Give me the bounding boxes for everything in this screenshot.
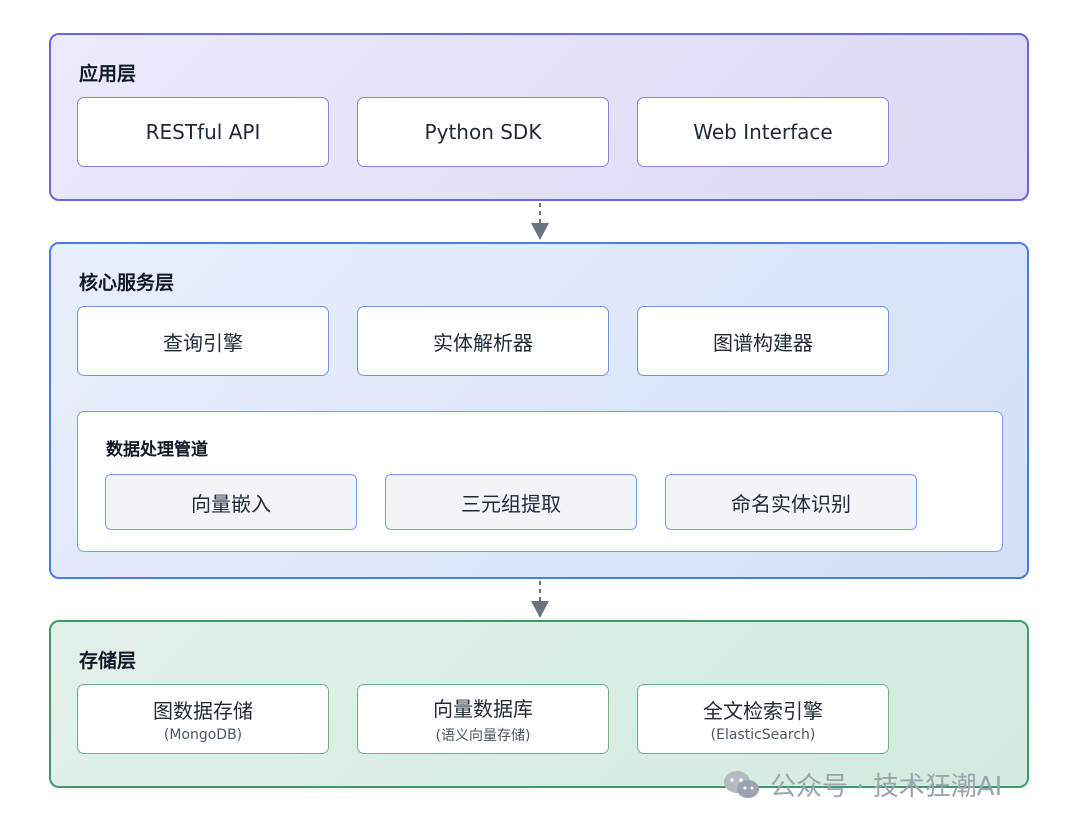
data-pipeline-title: 数据处理管道 [106,440,208,460]
web-interface-box: Web Interface [637,97,889,167]
core-service-layer: 核心服务层 查询引擎 实体解析器 图谱构建器 数据处理管道 向量嵌入 三元组提取… [49,242,1029,579]
vector-embedding-box: 向量嵌入 [105,474,357,530]
box-label: 图谱构建器 [713,330,813,355]
application-layer-title: 应用层 [79,63,137,85]
box-label: 查询引擎 [163,330,243,355]
application-layer: 应用层 RESTful API Python SDK Web Interface [49,33,1029,201]
box-label: 实体解析器 [433,330,533,355]
box-label: 向量嵌入 [191,491,271,516]
box-label: 图数据存储 [153,699,253,723]
wechat-icon [724,770,759,798]
graph-builder-box: 图谱构建器 [637,306,889,376]
storage-layer: 存储层 图数据存储 (MongoDB) 向量数据库 (语义向量存储) 全文检索引… [49,620,1029,788]
restful-api-box: RESTful API [77,97,329,167]
fulltext-search-box: 全文检索引擎 (ElasticSearch) [637,684,889,754]
query-engine-box: 查询引擎 [77,306,329,376]
data-pipeline-panel: 数据处理管道 向量嵌入 三元组提取 命名实体识别 [77,411,1003,552]
box-label: 全文检索引擎 [703,699,823,723]
box-label: 三元组提取 [461,491,561,516]
arrow-down-icon [531,581,549,618]
vector-database-box: 向量数据库 (语义向量存储) [357,684,609,754]
box-sublabel: (ElasticSearch) [710,727,816,743]
box-sublabel: (语义向量存储) [435,728,531,744]
graph-storage-box: 图数据存储 (MongoDB) [77,684,329,754]
box-label: 向量数据库 [433,697,533,721]
watermark: 公众号 · 技术狂潮AI [722,766,1002,803]
python-sdk-box: Python SDK [357,97,609,167]
storage-layer-title: 存储层 [79,650,137,672]
box-label: 命名实体识别 [731,491,851,516]
named-entity-recognition-box: 命名实体识别 [665,474,917,530]
watermark-text: 公众号 · 技术狂潮AI [770,772,1003,802]
arrow-down-icon [531,203,549,240]
box-label: Web Interface [693,120,833,144]
box-label: RESTful API [145,120,261,144]
core-service-layer-title: 核心服务层 [79,272,175,294]
box-label: Python SDK [424,120,542,144]
triple-extraction-box: 三元组提取 [385,474,637,530]
box-sublabel: (MongoDB) [163,727,243,743]
entity-resolver-box: 实体解析器 [357,306,609,376]
